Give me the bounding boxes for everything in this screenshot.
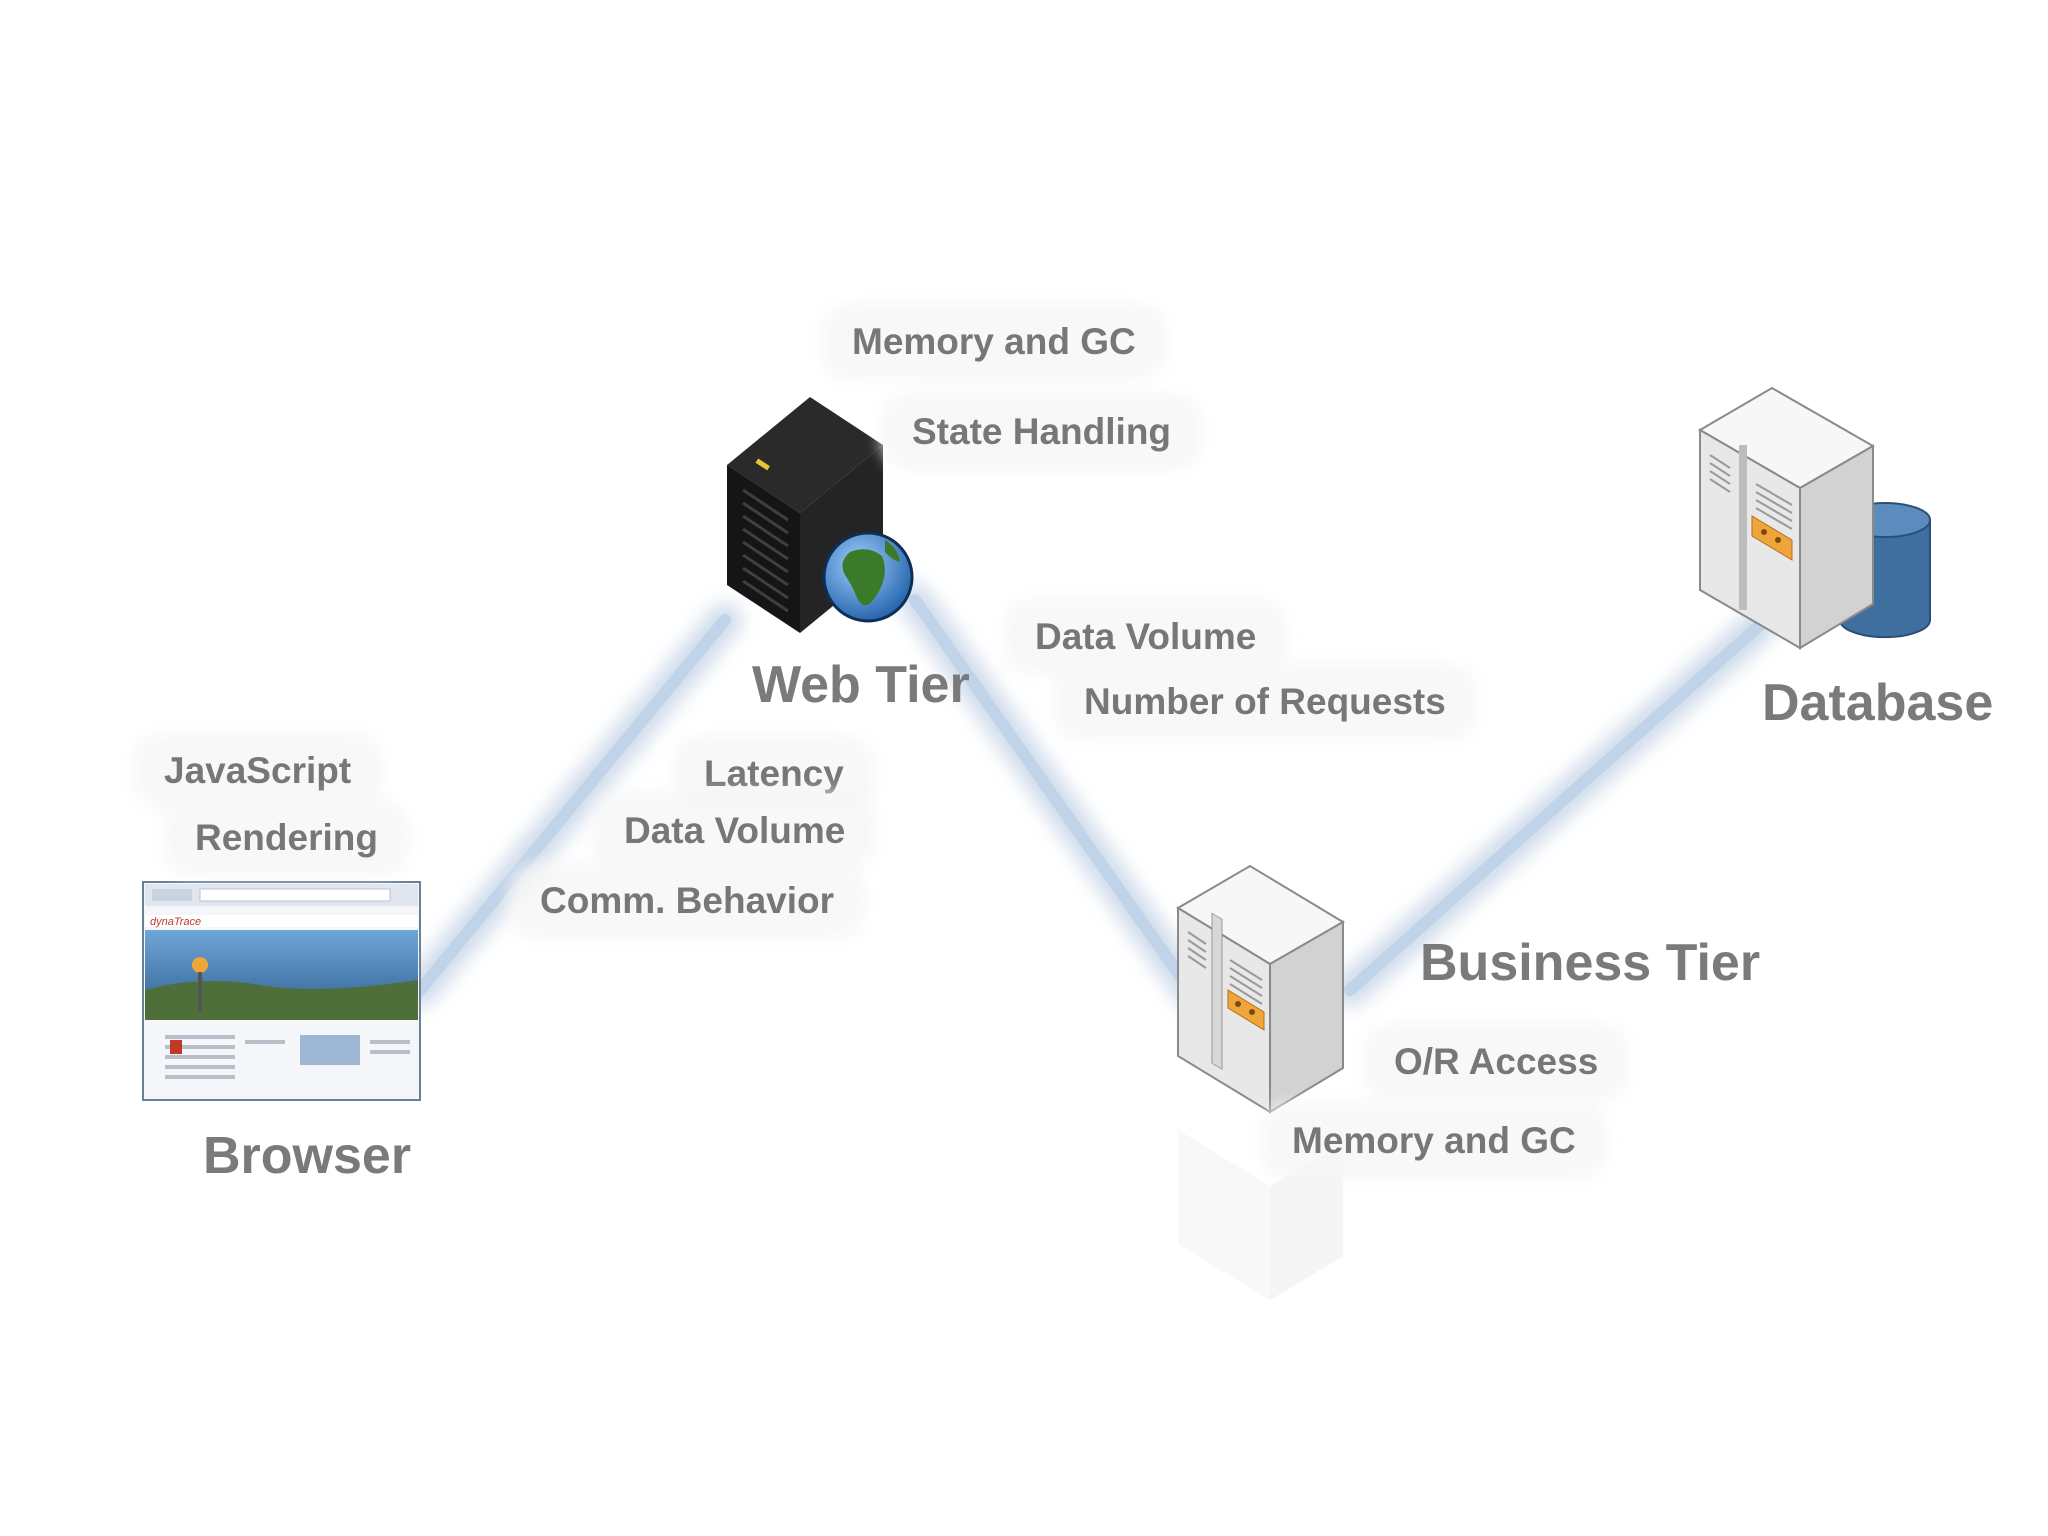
web-metric-state-handling: State Handling — [890, 403, 1194, 461]
app-server-icon — [1176, 864, 1345, 1300]
link-web-business-number-of-requests: Number of Requests — [1062, 673, 1468, 731]
link-browser-web-data-volume: Data Volume — [602, 802, 868, 860]
link-web-business-data-volume: Data Volume — [1013, 608, 1279, 666]
link-browser-web-latency: Latency — [682, 745, 866, 803]
browser-screenshot-icon: dynaTrace — [142, 881, 421, 1101]
connector-business-database — [1333, 608, 1777, 1007]
business-metric-or-access: O/R Access — [1372, 1033, 1621, 1091]
web-metric-memory-gc: Memory and GC — [830, 313, 1158, 371]
link-browser-web-comm-behavior: Comm. Behavior — [518, 872, 857, 930]
business-tier-title: Business Tier — [1420, 934, 1761, 992]
connector-browser-web — [403, 603, 742, 1007]
web-tier-title: Web Tier — [752, 656, 970, 714]
database-server-icon — [1698, 386, 1931, 650]
screenshot-brand: dynaTrace — [150, 916, 201, 928]
browser-metric-rendering: Rendering — [173, 809, 400, 867]
business-metric-memory-gc: Memory and GC — [1270, 1112, 1598, 1170]
server-rack-globe-icon — [727, 397, 914, 633]
browser-metric-javascript: JavaScript — [142, 742, 374, 800]
database-title: Database — [1762, 674, 1994, 732]
browser-title: Browser — [203, 1127, 412, 1185]
connector-web-business — [898, 583, 1207, 1007]
